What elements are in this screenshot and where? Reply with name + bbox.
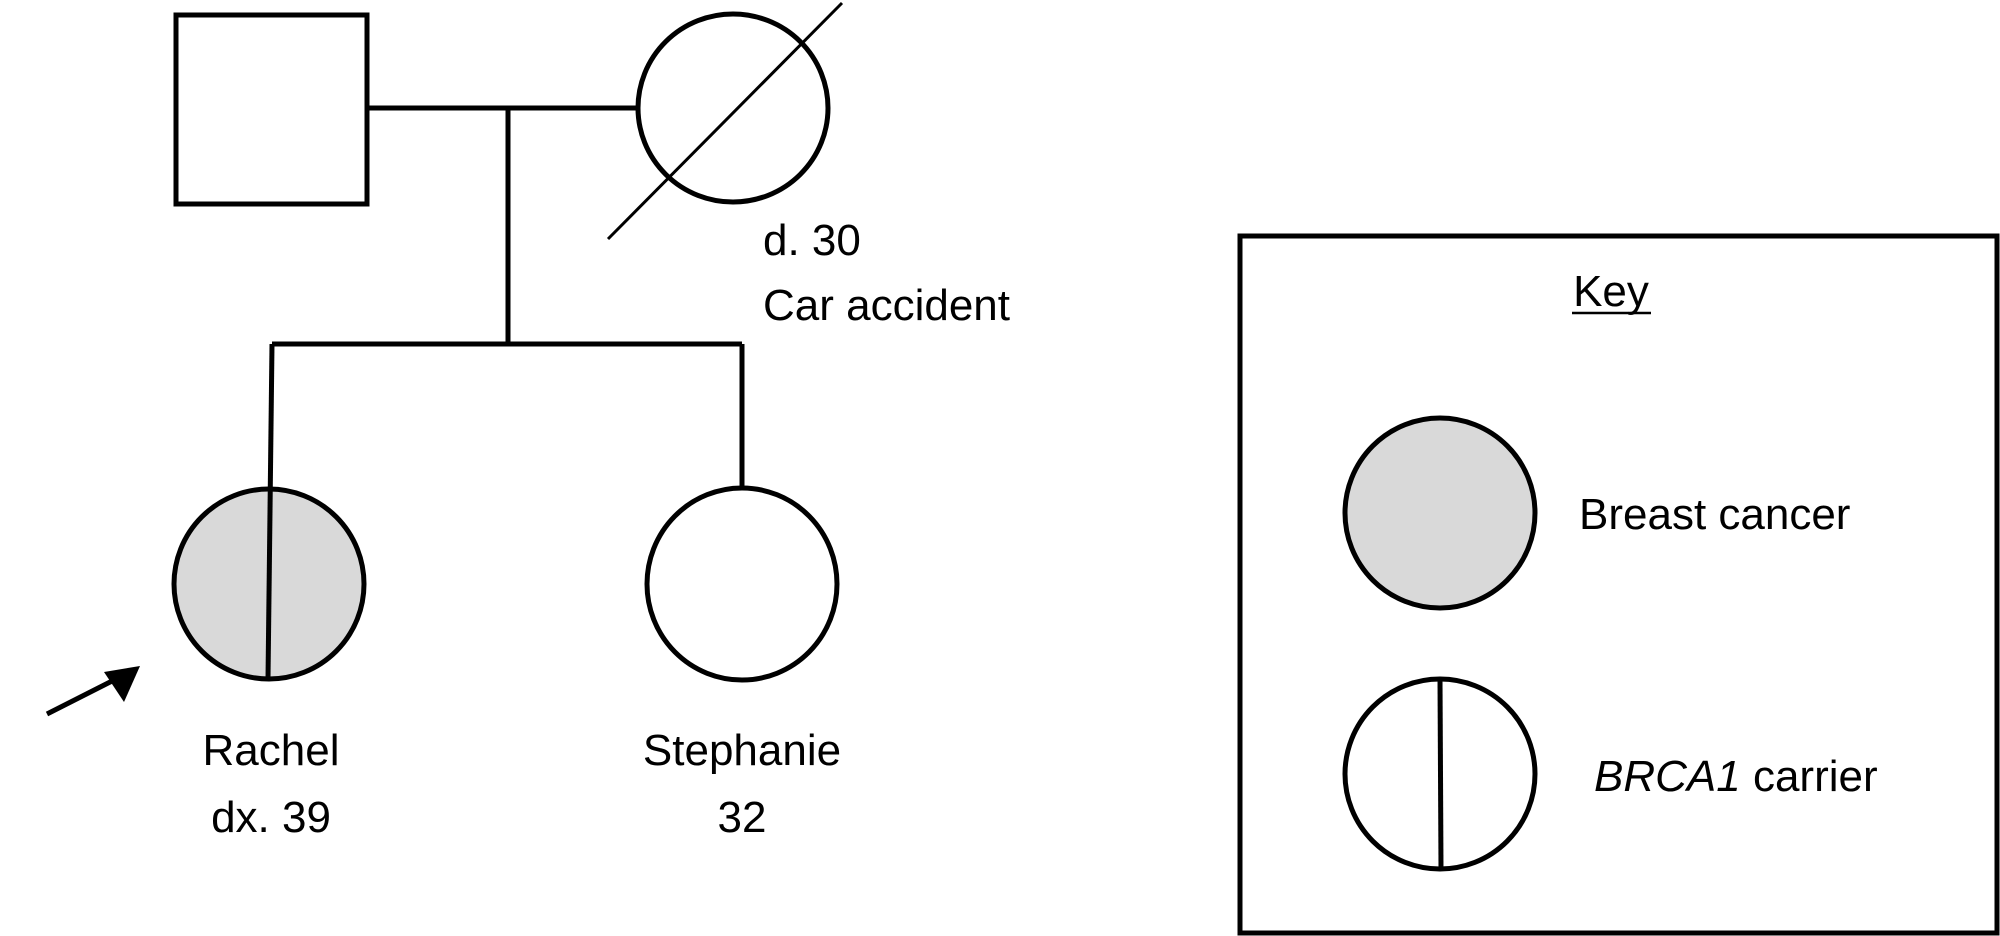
key-carrier-gene: BRCA1 [1594,752,1741,801]
stephanie-circle [644,485,840,683]
rachel-detail: dx. 39 [211,793,331,842]
key-title: Key [1573,267,1649,316]
key-breast-cancer-symbol [1342,415,1538,611]
proband-arrow-shaft [45,675,120,717]
stephanie-name: Stephanie [643,726,841,775]
key-carrier-rest: carrier [1741,752,1878,801]
mother-circle [635,11,831,205]
key-box: Key Breast cancer BRCA1 carrier [1237,233,2000,936]
key-breast-cancer-label: Breast cancer [1579,490,1850,539]
mother-death-cause: Car accident [763,281,1010,330]
father-square [173,12,370,207]
rachel-name: Rachel [203,726,340,775]
mother-death-age: d. 30 [763,216,861,265]
stephanie-detail: 32 [718,793,767,842]
rachel-line [265,343,275,680]
deceased-slash [606,1,844,241]
proband-arrow-icon [104,666,140,702]
key-carrier-line [1437,678,1444,870]
key-carrier-label: BRCA1 carrier [1594,752,1878,801]
